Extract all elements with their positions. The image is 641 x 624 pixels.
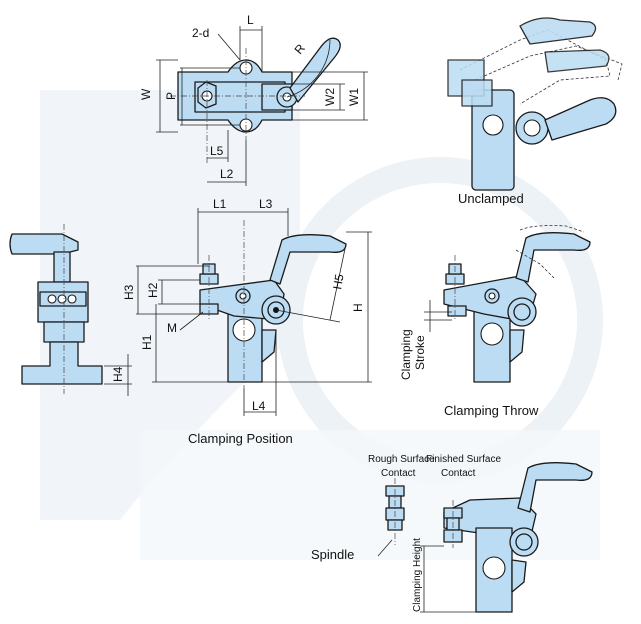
label-L2: L2	[220, 167, 234, 181]
caption-rough-surface-1: Rough Surface	[368, 454, 435, 465]
spindle-contact-view	[377, 462, 593, 613]
label-L3: L3	[259, 197, 273, 211]
label-H4: H4	[111, 366, 125, 382]
label-L-top: L	[247, 13, 254, 27]
label-P: P	[164, 92, 178, 100]
label-L1: L1	[213, 197, 227, 211]
caption-unclamped: Unclamped	[458, 191, 524, 206]
label-W: W	[139, 88, 153, 100]
caption-clamping-position: Clamping Position	[188, 431, 293, 446]
top-view	[156, 26, 368, 186]
caption-spindle: Spindle	[311, 547, 354, 562]
label-H: H	[351, 303, 365, 312]
label-M: M	[167, 321, 177, 335]
caption-finished-surface-1: Finished Surface	[426, 454, 501, 465]
label-W1: W1	[347, 88, 361, 106]
label-H3: H3	[122, 284, 136, 300]
caption-clamping-height: Clamping Height	[412, 538, 423, 612]
caption-rough-surface-2: Contact	[381, 468, 416, 479]
label-H5: H5	[330, 273, 347, 291]
caption-clamping-throw: Clamping Throw	[444, 403, 539, 418]
caption-clamping-stroke-2: Stroke	[413, 335, 427, 370]
caption-finished-surface-2: Contact	[441, 468, 476, 479]
clamping-throw-view	[424, 225, 591, 383]
label-H2: H2	[146, 282, 160, 298]
unclamped-view	[447, 17, 623, 191]
label-L5: L5	[210, 144, 224, 158]
label-H1: H1	[140, 334, 154, 350]
clamping-position-view	[136, 208, 372, 416]
label-W2: W2	[323, 88, 337, 106]
label-R: R	[292, 41, 309, 57]
caption-clamping-stroke-1: Clamping	[399, 329, 413, 380]
label-2-d: 2-d	[192, 26, 209, 40]
label-L4: L4	[252, 399, 266, 413]
side-view	[9, 224, 132, 396]
